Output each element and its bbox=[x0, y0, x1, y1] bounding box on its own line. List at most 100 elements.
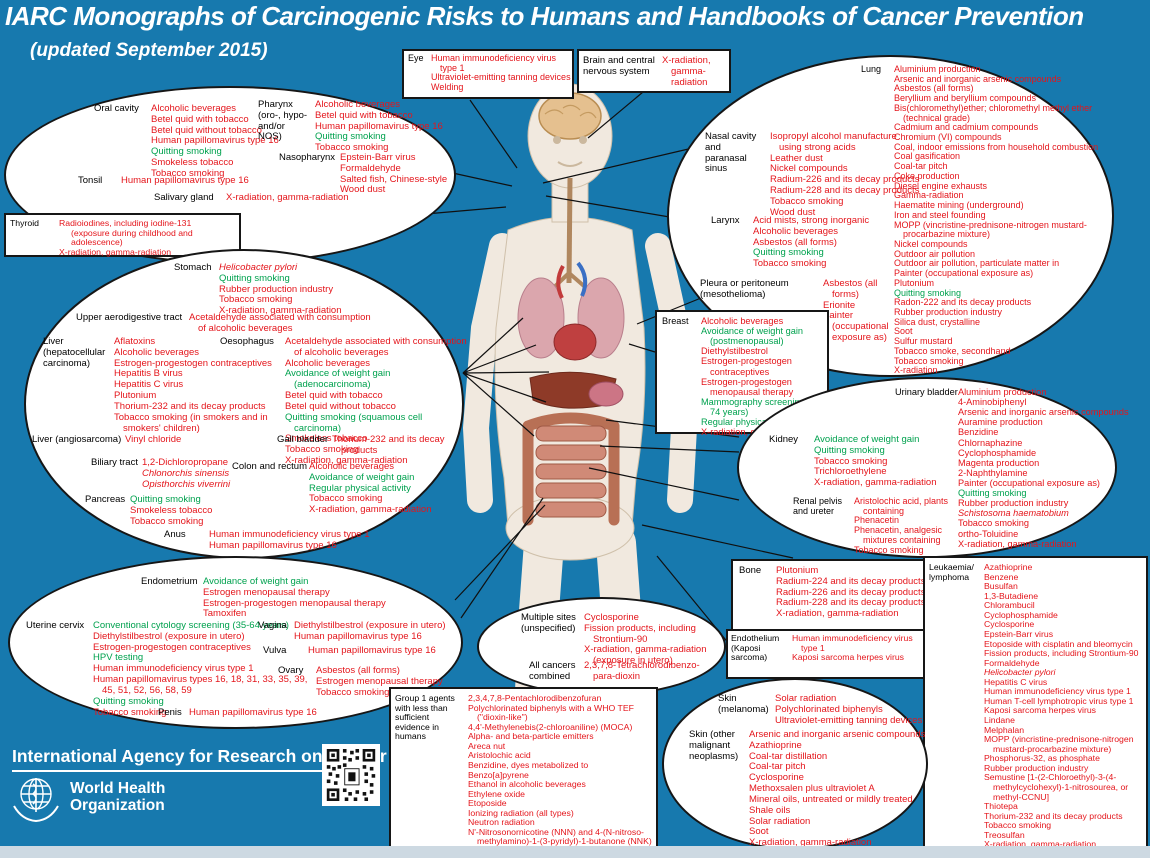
agent-item: Azathioprine bbox=[749, 739, 802, 751]
agent-item: Radioiodines, including iodine-131 bbox=[59, 218, 192, 228]
agent-item: Chlornaphazine bbox=[958, 437, 1023, 448]
organ-label-skin-other: Skin (other malignant neoplasms) bbox=[689, 729, 739, 762]
poster-subtitle: (updated September 2015) bbox=[30, 40, 268, 61]
agent-list-thyroid: Radioiodines, including iodine-131(expos… bbox=[59, 218, 241, 257]
entry-thyroid: Thyroid Radioiodines, including iodine-1… bbox=[10, 218, 241, 257]
entry-tonsil: Tonsil Human papillomavirus type 16 bbox=[78, 175, 281, 187]
agent-item: Auramine production bbox=[958, 417, 1043, 428]
agent-item: Etoposide bbox=[468, 798, 507, 809]
panel-endothelium: Endothelium (Kaposi sarcoma) Human immun… bbox=[726, 629, 930, 679]
organ-label-nasopharynx: Nasopharynx bbox=[279, 152, 335, 163]
agent-item: Human T-cell lymphotropic virus type 1 bbox=[984, 695, 1134, 706]
entry-multiple-sites: Multiple sites (unspecified) Cyclosporin… bbox=[521, 612, 716, 667]
agent-item: Polychlorinated biphenyls with a WHO TEF… bbox=[468, 702, 634, 723]
agent-item: Coal-tar pitch bbox=[894, 161, 948, 172]
entry-endothelium: Endothelium (Kaposi sarcoma) Human immun… bbox=[731, 633, 930, 663]
agent-list-salivary-gland: X-radiation, gamma-radiation bbox=[226, 192, 376, 204]
agent-item: Arsenic and inorganic arsenic compounds bbox=[958, 407, 1129, 418]
agent-item: Arsenic and inorganic arsenic compounds bbox=[749, 729, 926, 740]
agent-item: Human immunodeficiency virus type 1 bbox=[93, 663, 254, 675]
agent-item: Salted fish, Chinese-style bbox=[340, 173, 448, 185]
organ-label-kidney: Kidney bbox=[769, 434, 799, 445]
agent-item: Alcoholic beverages bbox=[309, 461, 395, 472]
agent-item: Estrogen-progestogen contraceptives bbox=[701, 356, 792, 377]
organ-label-penis: Penis bbox=[158, 707, 182, 718]
agent-item: Tobacco smoke, secondhand bbox=[894, 345, 1011, 356]
agent-list-uterine-cervix: Conventional cytology screening (35-64 y… bbox=[93, 620, 317, 718]
entry-upper-aerodigestive: Upper aerodigestive tract Acetaldehyde a… bbox=[76, 312, 381, 335]
agent-item: Benzo[a]pyrene bbox=[468, 769, 529, 780]
organ-label-skin-melanoma: Skin (melanoma) bbox=[718, 693, 769, 715]
agent-item: Betel quid with tobacco bbox=[315, 109, 413, 121]
organ-label-all-cancers: All cancers combined bbox=[529, 660, 576, 682]
agent-item: MOPP (vincristine-prednisone-nitrogen mu… bbox=[984, 734, 1134, 754]
agent-item: Methoxsalen plus ultraviolet A bbox=[749, 783, 875, 795]
organ-label-uterine-cervix: Uterine cervix bbox=[26, 620, 85, 631]
organ-label-nasal-cavity: Nasal cavity and paranasal sinus bbox=[705, 131, 757, 175]
agent-item: Acetaldehyde associated with consumption… bbox=[189, 312, 371, 334]
agent-item: Sulfur mustard bbox=[894, 336, 953, 347]
agent-item: Human immunodeficiency virus type 1 bbox=[792, 633, 913, 653]
agent-item: Leather dust bbox=[770, 152, 823, 164]
organ-label-ovary: Ovary bbox=[278, 665, 304, 676]
organ-label-pharynx: Pharynx (oro-, hypo- and/or NOS) bbox=[258, 99, 308, 143]
agent-item: Human papillomavirus types 16, 18, 31, 3… bbox=[93, 674, 308, 696]
entry-liver-angio: Liver (angiosarcoma) Vinyl chloride bbox=[32, 434, 215, 446]
agent-item: Ultraviolet-emitting tanning devices bbox=[431, 72, 571, 83]
agent-item: X-radiation, gamma-radiation bbox=[776, 608, 899, 620]
agent-item: Phenacetin bbox=[854, 515, 900, 526]
organ-label-endometrium: Endometrium bbox=[141, 576, 198, 587]
organ-label-larynx: Larynx bbox=[711, 215, 740, 226]
agent-list-brain-cns: X-radiation, gamma-radiation bbox=[662, 55, 728, 88]
agent-item: Etoposide with cisplatin and bleomycin bbox=[984, 638, 1133, 649]
agent-item: Quitting smoking bbox=[130, 494, 201, 505]
agent-item: Human papillomavirus type 16 bbox=[121, 175, 249, 186]
agent-item: Thorium-232 and its decay products bbox=[332, 434, 445, 456]
agent-item: Tobacco smoking bbox=[958, 518, 1029, 529]
organ-label-breast: Breast bbox=[662, 316, 689, 326]
agent-item: X-radiation, gamma-radiation bbox=[958, 538, 1077, 549]
agent-item: Solar radiation bbox=[749, 815, 811, 827]
agent-item: Epstein-Barr virus bbox=[984, 628, 1054, 639]
agent-item: Welding bbox=[431, 82, 464, 93]
agent-item: N'-Nitrosonornicotine (NNN) and 4-(N-nit… bbox=[468, 826, 652, 847]
agent-item: MOPP (vincristine-prednisone-nitrogen mu… bbox=[894, 219, 1087, 240]
organ-label-liver-angio: Liver (angiosarcoma) bbox=[32, 434, 122, 445]
agent-item: Diethylstilbestrol (exposure in utero) bbox=[93, 630, 245, 642]
agent-item: Estrogen-progestogen menopausal therapy bbox=[203, 597, 386, 609]
agent-item: HPV testing bbox=[93, 652, 144, 664]
agent-item: Tobacco smoking bbox=[753, 258, 827, 270]
entry-gall-bladder: Gall bladder Thorium-232 and its decay p… bbox=[277, 434, 450, 457]
agent-item: Plutonium bbox=[114, 390, 157, 402]
entry-oesophagus: Oesophagus Acetaldehyde associated with … bbox=[220, 336, 467, 467]
agent-item: Diethylstilbestrol bbox=[701, 346, 768, 357]
agent-item: Diethylstilbestrol (exposure in utero) bbox=[294, 620, 446, 631]
agent-item: 2,3,4,7,8-Pentachlorodibenzofuran bbox=[468, 693, 602, 703]
agent-item: Quitting smoking bbox=[814, 444, 885, 456]
entry-nasal-cavity: Nasal cavity and paranasal sinus Isoprop… bbox=[705, 131, 922, 219]
agent-item: Trichloroethylene bbox=[814, 466, 887, 478]
agent-item: Fission products, including Strontium-90 bbox=[984, 648, 1139, 659]
organ-label-oral-cavity: Oral cavity bbox=[94, 103, 139, 114]
agent-list-vagina: Diethylstilbestrol (exposure in utero)Hu… bbox=[294, 620, 464, 643]
agent-item: Wood dust bbox=[340, 184, 386, 196]
agent-item: Chromium (VI) compounds bbox=[894, 132, 1002, 143]
agent-item: Radium-228 and its decay products bbox=[770, 185, 920, 197]
agent-item: Silica dust, crystalline bbox=[894, 316, 981, 327]
agent-item: Painter (occupational exposure as) bbox=[894, 268, 1034, 279]
agent-item: Betel quid with tobacco bbox=[285, 390, 383, 402]
agent-item: Aflatoxins bbox=[114, 336, 156, 347]
colon-organ bbox=[522, 412, 620, 526]
who-logo bbox=[13, 778, 59, 823]
agent-item: Human immunodeficiency virus type 1 bbox=[984, 686, 1131, 697]
